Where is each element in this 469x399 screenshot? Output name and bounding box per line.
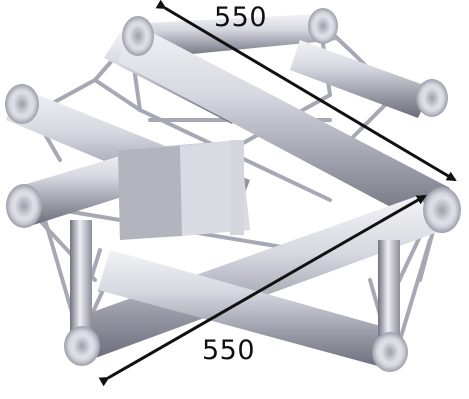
dimension-label-bottom: 550 (202, 335, 256, 366)
dimension-arrows (98, 0, 457, 387)
dimension-arrow-bottom (98, 194, 427, 387)
tube-cross-left (20, 150, 150, 226)
dimension-arrow-top (155, 0, 457, 182)
dimension-label-top: 550 (214, 2, 268, 33)
